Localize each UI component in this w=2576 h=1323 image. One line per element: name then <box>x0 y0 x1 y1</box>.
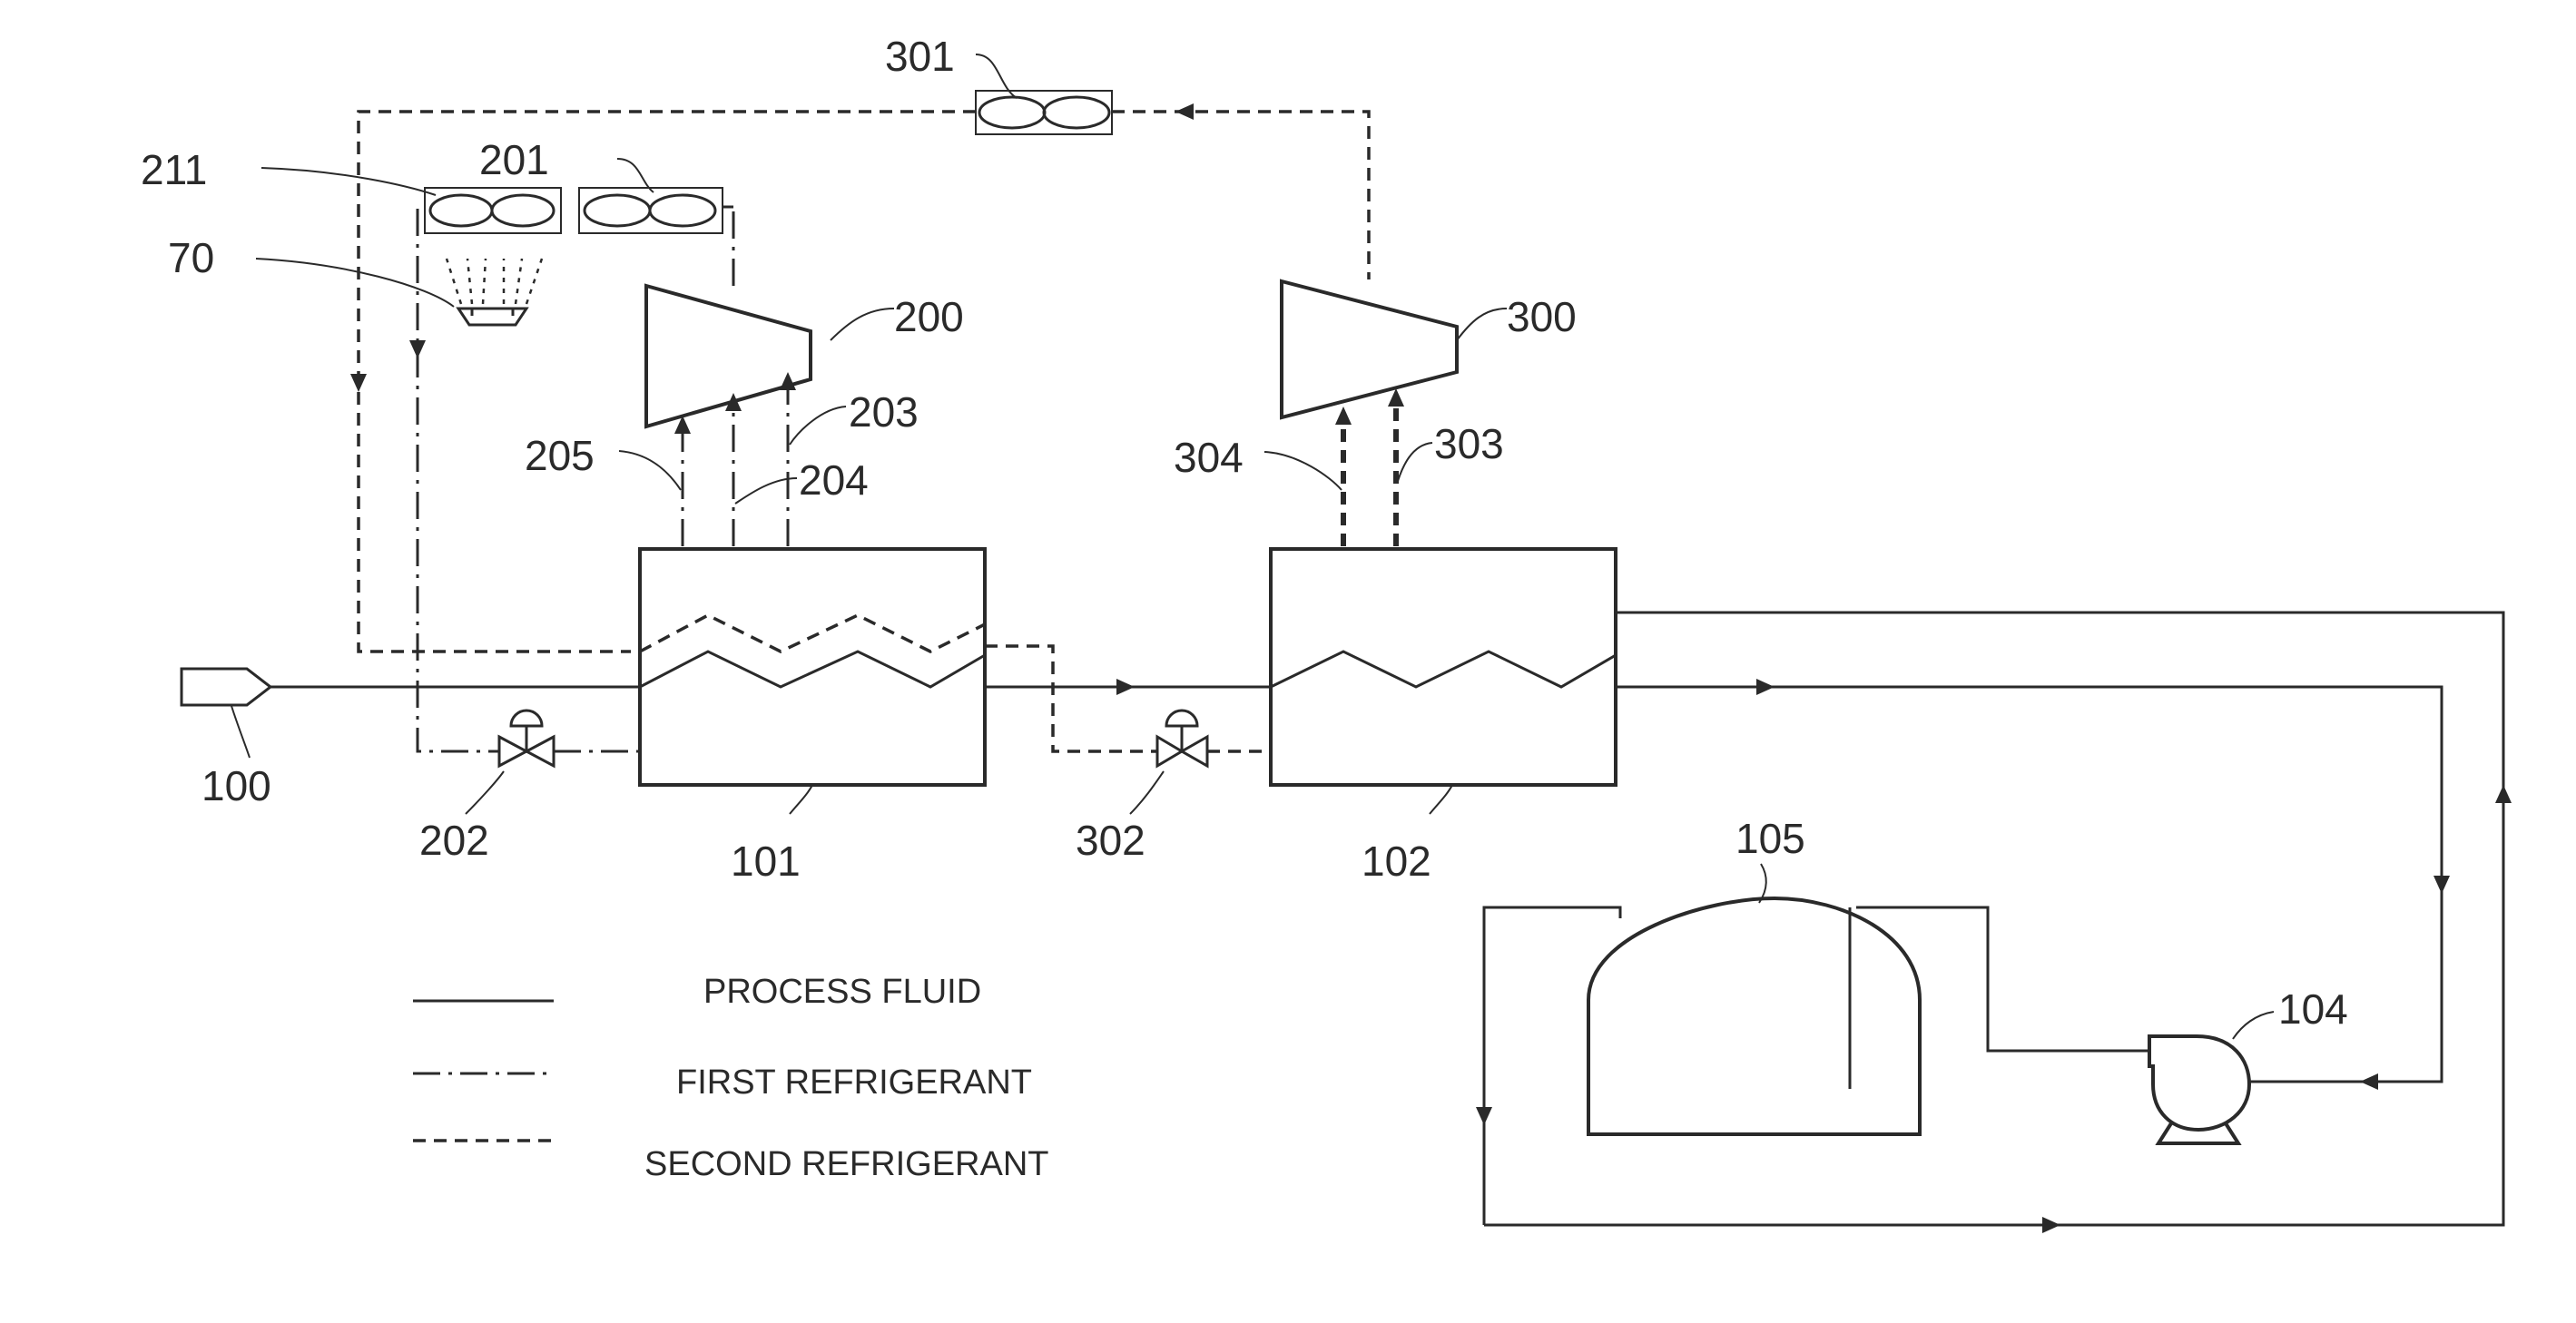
label-301: 301 <box>885 33 955 80</box>
fan-condenser-201-icon <box>579 188 723 233</box>
heat-exchanger-102 <box>1271 549 1616 785</box>
spray-nozzle-70-icon <box>447 259 542 325</box>
label-205: 205 <box>525 432 595 479</box>
heat-exchanger-101 <box>640 549 985 785</box>
label-203: 203 <box>849 388 919 436</box>
label-102: 102 <box>1362 838 1431 885</box>
reference-labels: 301 201 211 70 200 300 203 205 204 304 3… <box>141 33 2348 1033</box>
label-100: 100 <box>202 762 271 809</box>
leader-lines <box>231 54 2274 1039</box>
label-202: 202 <box>419 817 489 864</box>
label-200: 200 <box>894 293 964 340</box>
label-201: 201 <box>479 136 549 183</box>
expansion-valve-302-icon <box>1157 710 1207 766</box>
legend-first-label: FIRST REFRIGERANT <box>676 1063 1032 1102</box>
label-302: 302 <box>1076 817 1145 864</box>
label-101: 101 <box>731 838 801 885</box>
process-fluid-lines <box>270 612 2503 1225</box>
legend-process-label: PROCESS FLUID <box>703 973 981 1011</box>
expansion-valve-202-icon <box>499 710 554 766</box>
first-refrigerant-lines <box>418 207 788 751</box>
label-300: 300 <box>1507 293 1577 340</box>
legend: PROCESS FLUID FIRST REFRIGERANT SECOND R… <box>413 973 1048 1183</box>
storage-tank-105-icon <box>1588 898 1920 1134</box>
feed-source-100-icon <box>182 669 270 705</box>
label-303: 303 <box>1434 420 1504 467</box>
label-104: 104 <box>2278 985 2348 1033</box>
label-70: 70 <box>168 234 214 281</box>
fan-condenser-301-icon <box>976 91 1112 134</box>
legend-second-label: SECOND REFRIGERANT <box>644 1145 1048 1183</box>
label-204: 204 <box>799 456 869 504</box>
label-211: 211 <box>141 146 207 193</box>
label-304: 304 <box>1174 434 1244 481</box>
pump-104-icon <box>2149 1036 2249 1143</box>
label-105: 105 <box>1735 815 1805 862</box>
fan-condenser-211-icon <box>425 188 561 233</box>
compressor-300-icon <box>1282 281 1457 417</box>
